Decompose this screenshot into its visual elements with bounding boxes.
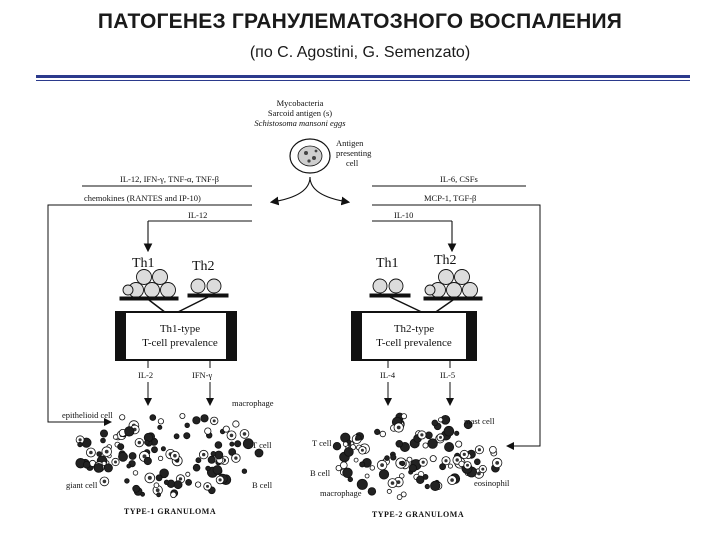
lbl-tcell-left: T cell: [252, 440, 272, 450]
left-out-ifng: IFN-γ: [192, 370, 213, 380]
antigen-presenting-cell-icon: [289, 138, 331, 174]
lbl-macrophage-right: macrophage: [320, 488, 362, 498]
left-th2-cells-icon: [190, 278, 222, 294]
right-box-line-2: T-cell prevalence: [376, 337, 452, 349]
left-box-line-1: Th1-type: [160, 323, 200, 335]
right-cytokines-2: MCP-1, TGF-β: [424, 193, 476, 203]
left-box-line-2: T-cell prevalence: [142, 337, 218, 349]
slide-title: ПАТОГЕНЕЗ ГРАНУЛЕМАТОЗНОГО ВОСПАЛЕНИЯ: [97, 10, 623, 33]
right-loop-arrow: [506, 204, 541, 450]
pathogenesis-figure: Mycobacteria Sarcoid antigen (s) Schisto…: [20, 84, 558, 526]
left-th1-cells-icon: [122, 269, 176, 298]
title-rule-thick: [36, 75, 690, 78]
right-th1-cells-icon: [372, 278, 404, 294]
left-il12-label: IL-12: [188, 210, 207, 220]
left-th2-label: Th2: [192, 259, 215, 274]
lbl-eosinophil: eosinophil: [474, 478, 510, 488]
type1-granuloma-label: TYPE-1 GRANULOMA: [124, 507, 216, 516]
left-loop-arrow: [47, 204, 112, 426]
right-out-il4: IL-4: [380, 370, 396, 380]
pathogenesis-diagram: Mycobacteria Sarcoid antigen (s) Schisto…: [47, 98, 541, 519]
antigen-line-1: Mycobacteria: [277, 98, 324, 108]
right-th2-label: Th2: [434, 253, 457, 268]
right-out-il5: IL-5: [440, 370, 455, 380]
lbl-bcell-left: B cell: [252, 480, 273, 490]
lbl-giant: giant cell: [66, 480, 98, 490]
antigen-line-3: Schistosoma mansoni eggs: [254, 118, 346, 128]
left-prevalence-box: [115, 311, 237, 361]
slide-subtitle: (по C. Agostini, G. Semenzato): [249, 44, 471, 61]
lbl-mast: mast cell: [464, 416, 495, 426]
right-box-line-1: Th2-type: [394, 323, 434, 335]
right-cytokines-1: IL-6, CSFs: [440, 174, 478, 184]
right-il10-label: IL-10: [394, 210, 413, 220]
apc-label-2: presenting: [336, 148, 372, 158]
apc-label-1: Antigen: [336, 138, 364, 148]
apc-label-3: cell: [346, 158, 359, 168]
right-th1-label: Th1: [376, 256, 399, 271]
left-out-il2: IL-2: [138, 370, 153, 380]
left-cytokines-1: IL-12, IFN-γ, TNF-α, TNF-β: [120, 174, 219, 184]
right-prevalence-box: [351, 311, 477, 361]
lbl-bcell-right: B cell: [310, 468, 331, 478]
arrow-to-left: [269, 176, 311, 206]
type2-granuloma-label: TYPE-2 GRANULOMA: [372, 510, 464, 519]
antigen-line-2: Sarcoid antigen (s): [268, 108, 332, 118]
left-th1-label: Th1: [132, 256, 155, 271]
type2-granuloma-cells-icon: [332, 412, 503, 500]
left-cytokines-2: chemokines (RANTES and IP-10): [84, 193, 201, 203]
type1-granuloma-cells-icon: [75, 412, 264, 498]
lbl-tcell-right: T cell: [312, 438, 332, 448]
title-rule-thin: [36, 80, 690, 81]
right-th2-cells-icon: [424, 269, 478, 298]
lbl-epithelioid: epithelioid cell: [62, 410, 113, 420]
lbl-macrophage-left: macrophage: [232, 398, 274, 408]
arrow-to-right: [309, 176, 351, 206]
